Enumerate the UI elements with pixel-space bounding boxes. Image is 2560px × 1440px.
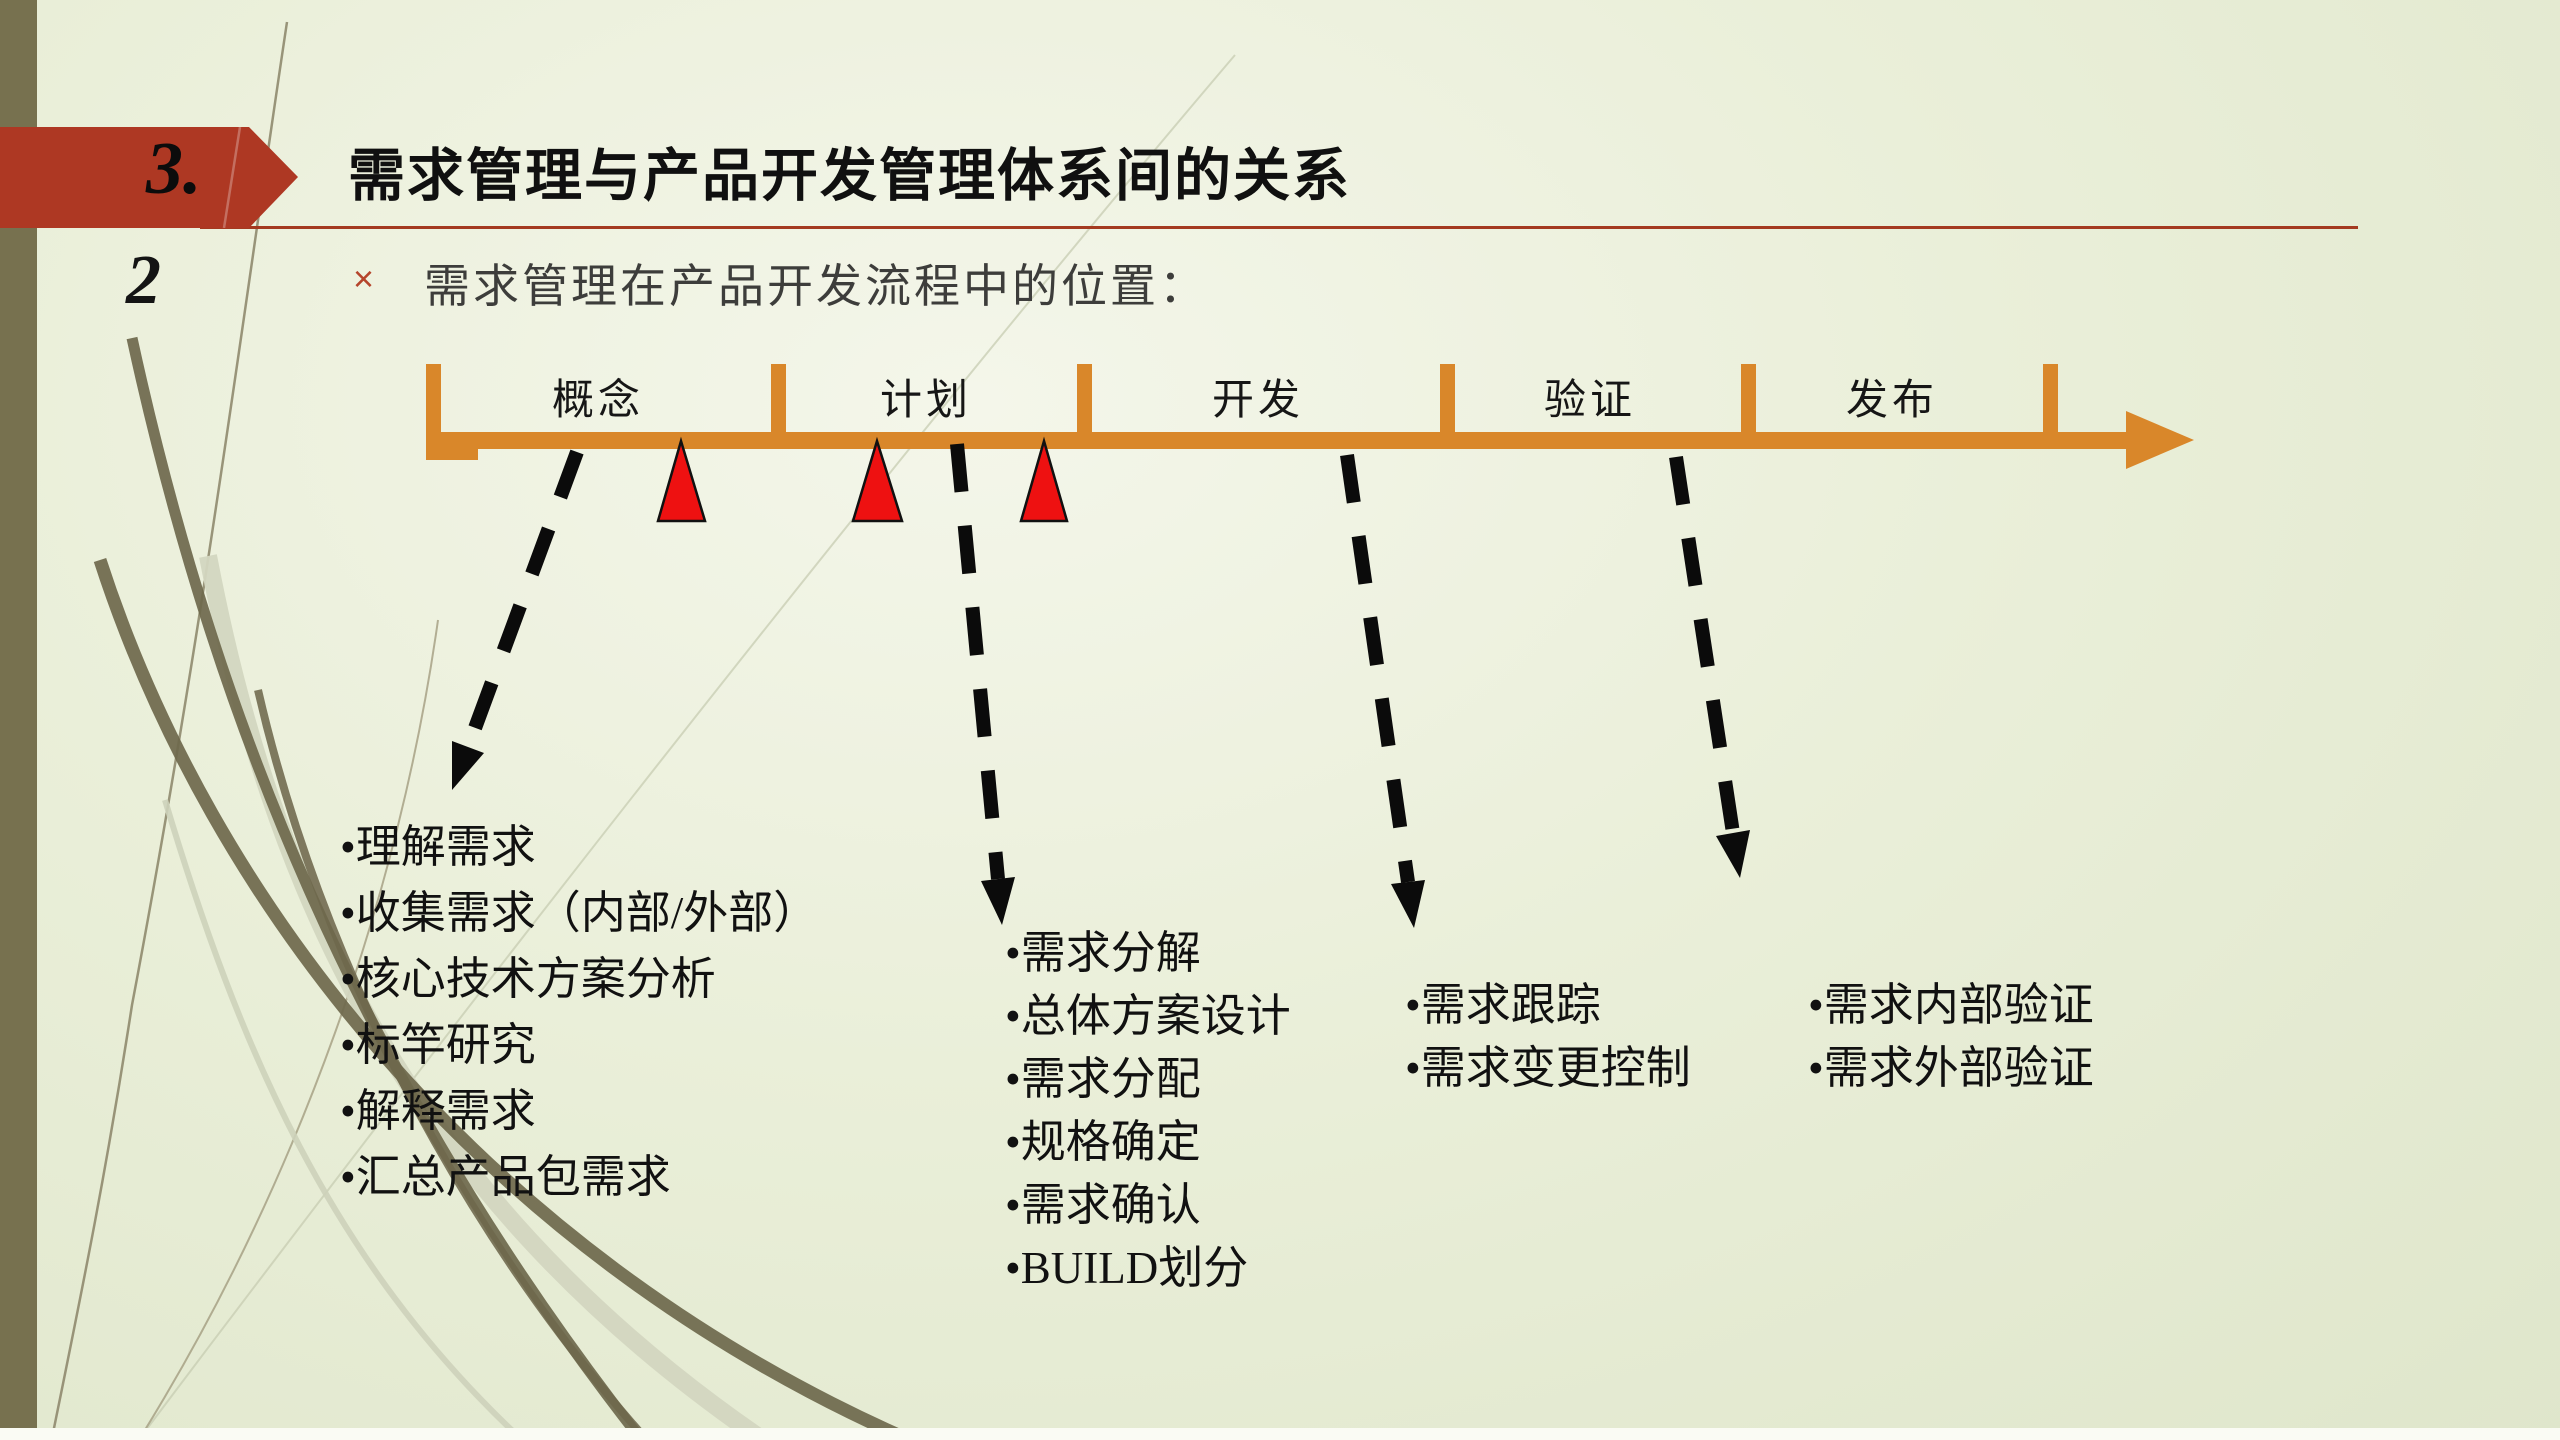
title-underline xyxy=(200,226,2358,229)
list-item: •需求变更控制 xyxy=(1405,1043,1691,1093)
list-item: •总体方案设计 xyxy=(1005,991,1291,1041)
dashed-arrow-plan xyxy=(950,443,1005,880)
milestone-triangle-icon xyxy=(1019,436,1069,523)
list-item: •解释需求 xyxy=(340,1086,536,1136)
list-item: •核心技术方案分析 xyxy=(340,954,716,1004)
stage-label-concept: 概念 xyxy=(551,378,644,424)
timeline-tick xyxy=(1440,364,1455,449)
arrowhead-icon xyxy=(981,877,1015,925)
list-item: •需求外部验证 xyxy=(1808,1043,2094,1093)
concept-activities-list: •理解需求 •收集需求（内部/外部） •核心技术方案分析 •标竿研究 •解释需求… xyxy=(340,814,818,1210)
list-item: •需求内部验证 xyxy=(1808,980,2094,1030)
arrowhead-icon xyxy=(452,741,484,790)
timeline-tick xyxy=(771,364,786,449)
develop-activities-list: •需求跟踪 •需求变更控制 xyxy=(1405,974,1691,1100)
list-item: •理解需求 xyxy=(340,822,536,872)
list-item: •收集需求（内部/外部） xyxy=(340,888,819,938)
bullet-x-marker: × xyxy=(353,258,375,299)
plan-activities-list: •需求分解 •总体方案设计 •需求分配 •规格确定 •需求确认 •BUILD划分 xyxy=(1005,922,1291,1300)
stage-label-develop: 开发 xyxy=(1211,378,1304,424)
list-item: •标竿研究 xyxy=(340,1020,536,1070)
milestone-triangle-icon xyxy=(656,436,707,523)
timeline-arrowhead-icon xyxy=(2126,411,2194,469)
bullet-text: 需求管理在产品开发流程中的位置： xyxy=(424,261,1208,312)
list-item: •BUILD划分 xyxy=(1005,1243,1249,1293)
section-number: 3. xyxy=(146,128,202,210)
list-item: •需求分配 xyxy=(1005,1054,1201,1104)
dashed-arrow-develop xyxy=(1340,454,1415,883)
list-item: •汇总产品包需求 xyxy=(340,1152,671,1202)
timeline-tick xyxy=(2043,364,2058,449)
page-number: 2 xyxy=(126,242,161,319)
timeline-tick xyxy=(426,364,441,449)
timeline-bar-left-step xyxy=(426,449,478,460)
list-item: •需求分解 xyxy=(1005,928,1201,978)
verify-activities-list: •需求内部验证 •需求外部验证 xyxy=(1808,974,2094,1100)
list-item: •需求确认 xyxy=(1005,1180,1201,1230)
timeline-tick xyxy=(1741,364,1756,449)
stage-label-release: 发布 xyxy=(1845,378,1938,424)
left-sidebar-bar xyxy=(0,0,37,1428)
arrowhead-icon xyxy=(1716,830,1750,878)
dashed-arrow-verify xyxy=(1669,455,1740,835)
stage-label-plan: 计划 xyxy=(879,378,972,424)
list-item: •需求跟踪 xyxy=(1405,980,1601,1030)
arrowhead-icon xyxy=(1391,880,1425,928)
milestone-triangle-icon xyxy=(851,436,904,523)
page-title: 需求管理与产品开发管理体系间的关系 xyxy=(348,145,1351,208)
timeline-tick xyxy=(1077,364,1092,449)
list-item: •规格确定 xyxy=(1005,1117,1201,1167)
stage-label-verify: 验证 xyxy=(1543,378,1636,424)
dashed-arrow-concept xyxy=(461,449,584,750)
